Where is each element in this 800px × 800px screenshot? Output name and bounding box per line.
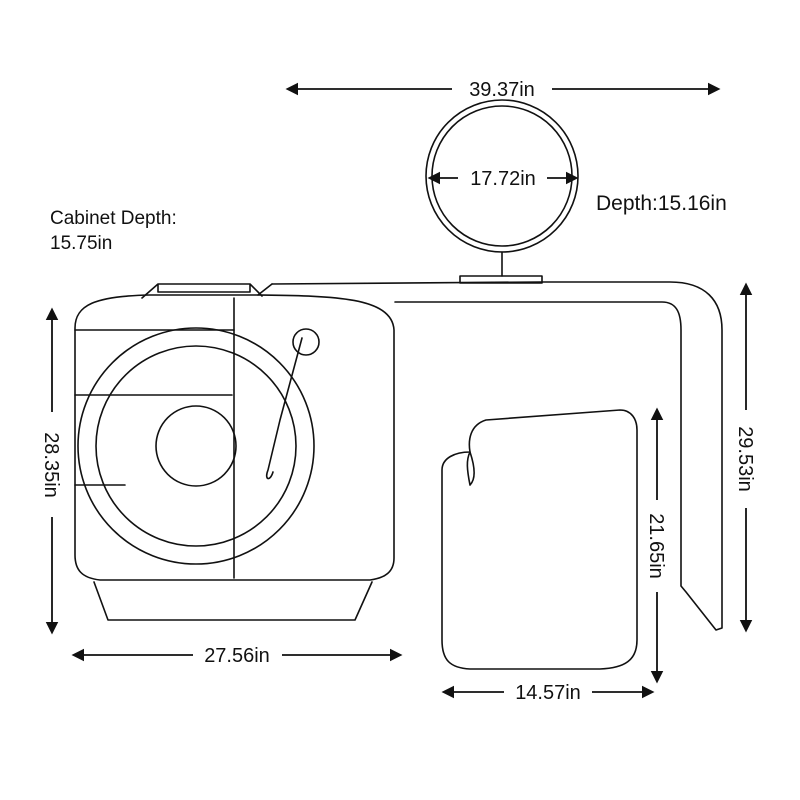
mirror-diameter-label: 17.72in <box>470 168 536 190</box>
depth-label: Depth:15.16in <box>596 192 727 215</box>
cabinet <box>74 283 395 621</box>
desk-height-label: 29.53in <box>734 426 756 492</box>
cabinet-width-label: 27.56in <box>204 645 270 667</box>
cabinet-height-label: 28.35in <box>40 432 62 498</box>
cabinet-depth-heading: Cabinet Depth: <box>50 208 177 229</box>
stool-height-label: 21.65in <box>645 513 667 579</box>
round-mirror <box>425 99 579 284</box>
cabinet-depth-note: Cabinet Depth: 15.75in <box>50 206 177 256</box>
stool <box>441 409 638 670</box>
overall-width-label: 39.37in <box>469 79 535 101</box>
desk-outline <box>257 281 723 631</box>
stool-width-label: 14.57in <box>515 682 581 704</box>
cabinet-depth-value: 15.75in <box>50 233 113 254</box>
